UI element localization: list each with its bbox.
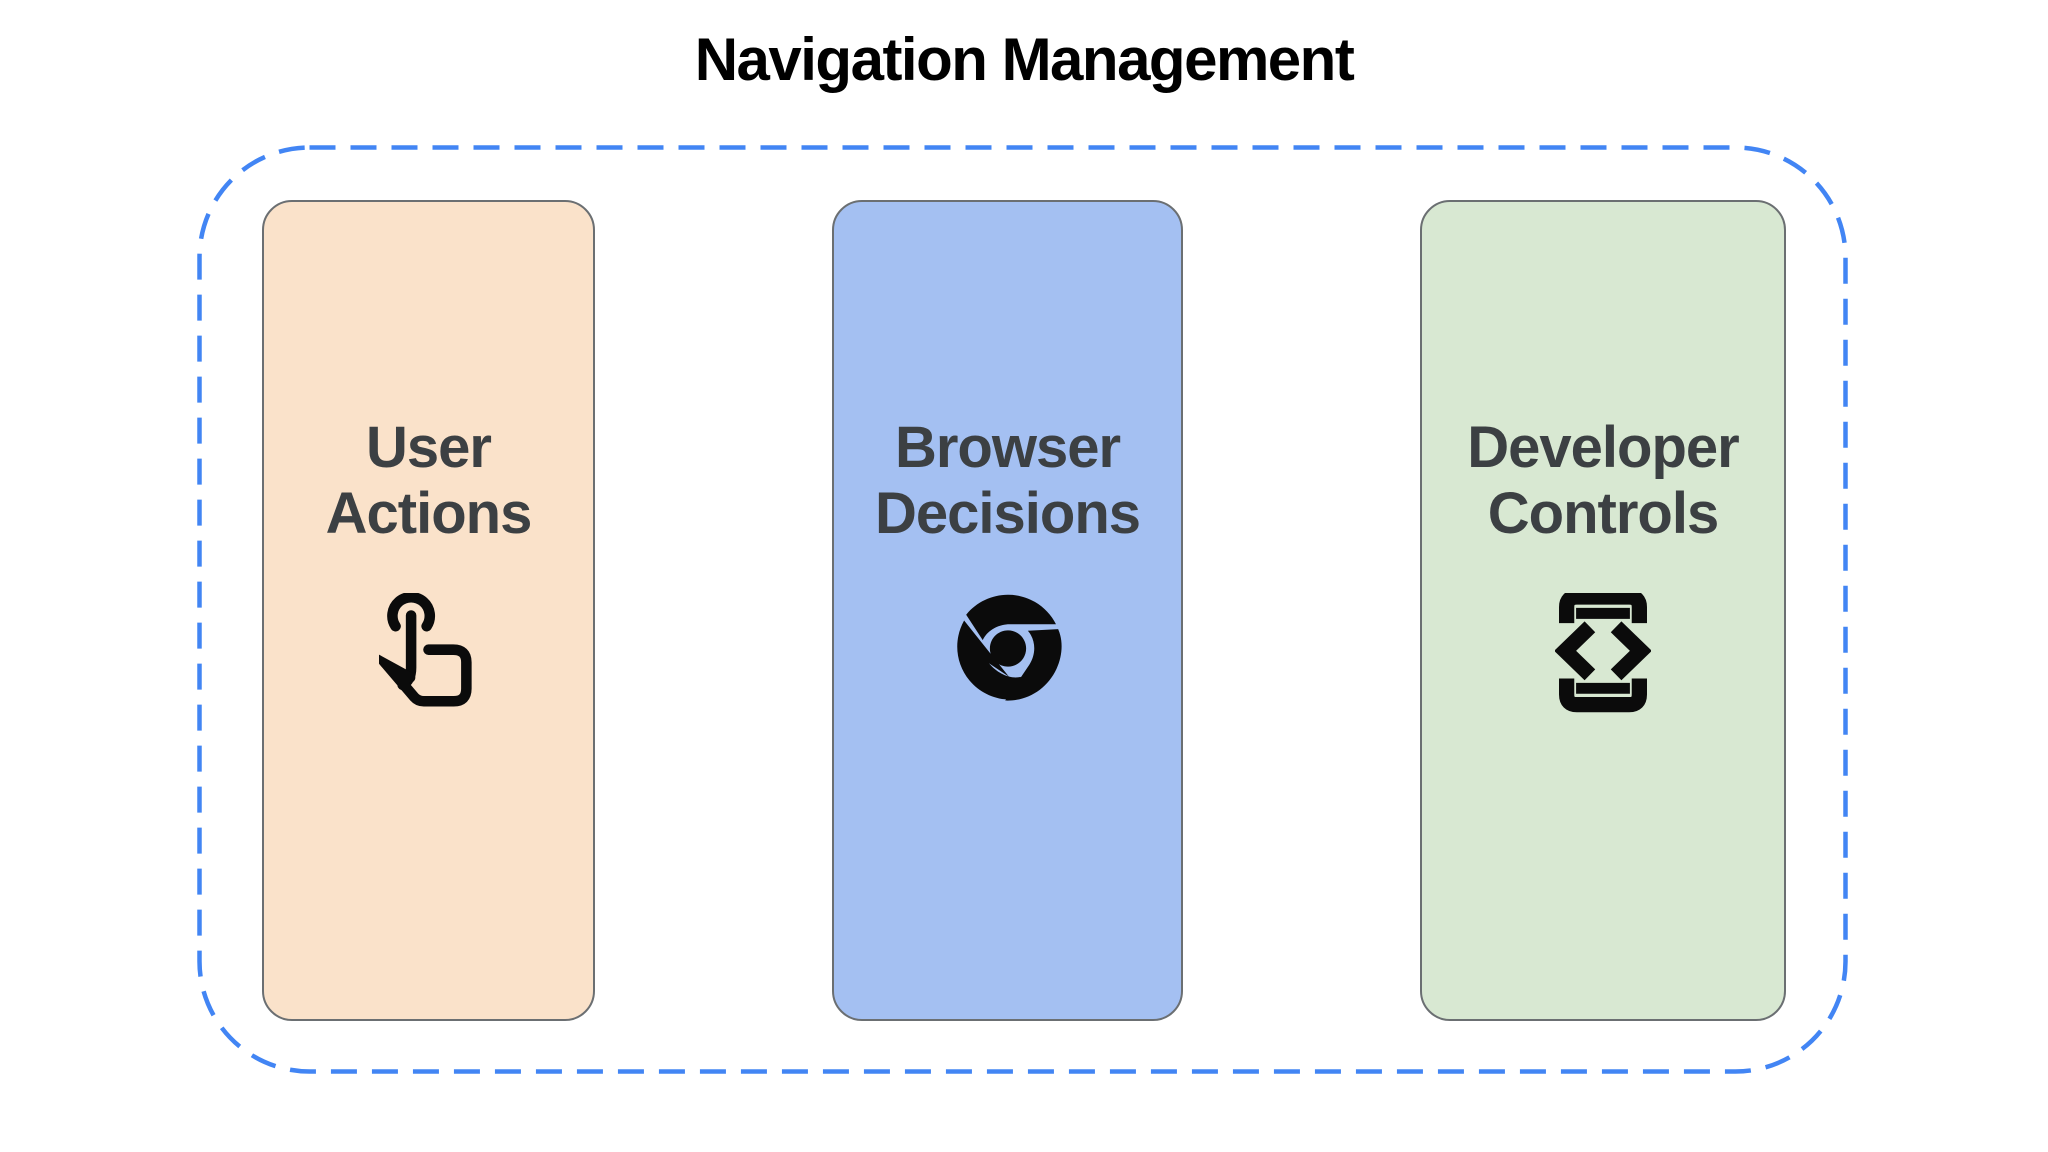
touch-gesture-icon (378, 593, 479, 719)
page-title: Navigation Management (694, 26, 1355, 93)
dashed-frame-rect (197, 145, 1848, 1074)
chrome-icon (954, 593, 1062, 704)
card-user-actions-label: User Actions (325, 415, 533, 546)
developer-mode-icon (1555, 593, 1651, 713)
card-developer-controls-label: Developer Controls (1467, 415, 1739, 546)
card-developer-controls: Developer Controls (1420, 200, 1786, 1021)
card-browser-decisions-label: Browser Decisions (875, 415, 1141, 546)
dashed-container-border (197, 145, 1848, 1074)
card-user-actions: User Actions (262, 200, 595, 1021)
card-browser-decisions: Browser Decisions (832, 200, 1183, 1021)
